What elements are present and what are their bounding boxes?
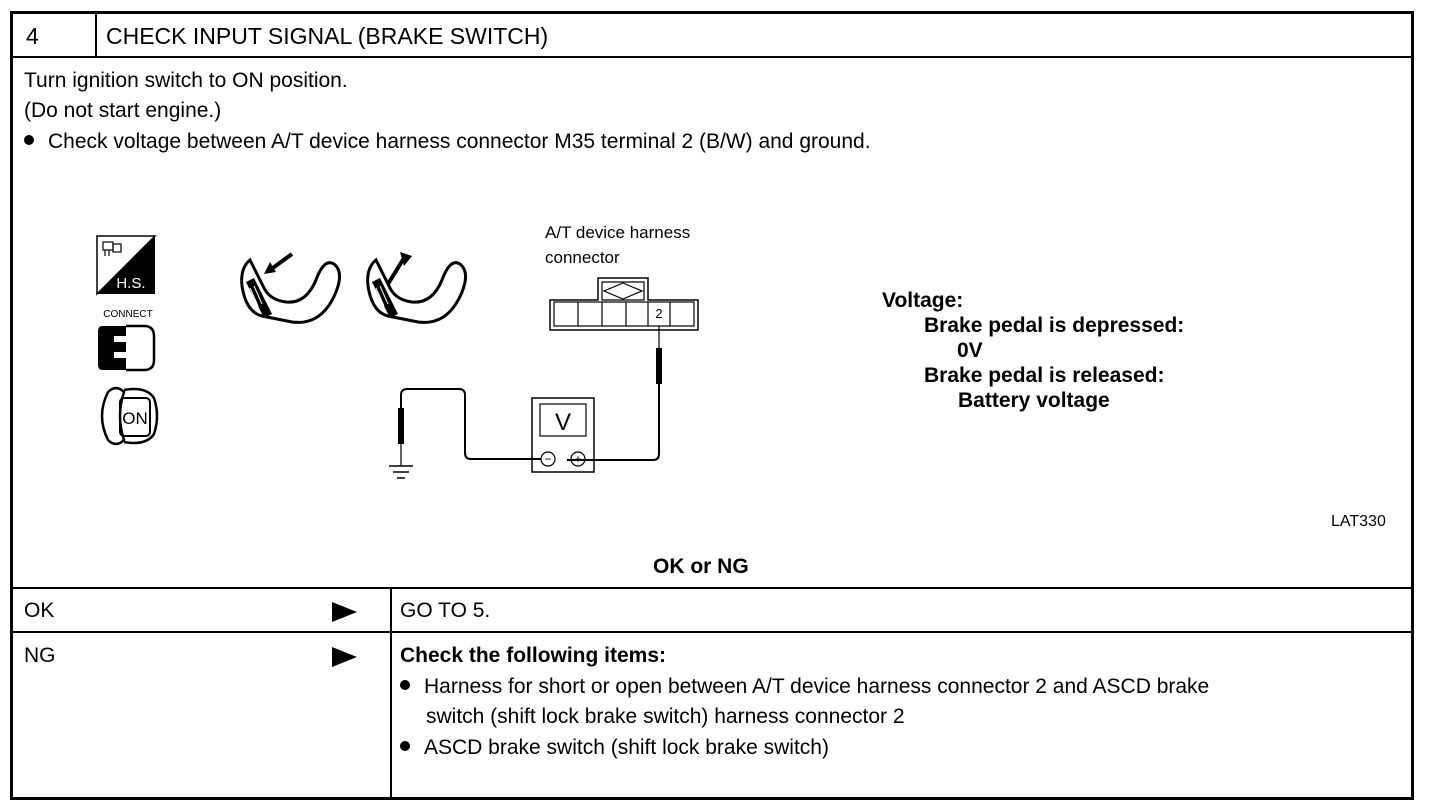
ng-label: NG — [24, 644, 56, 667]
spec-condition-1: Brake pedal is depressed: — [924, 314, 1185, 337]
ng-arrow-icon — [332, 647, 357, 667]
instruction-bullet-text: Check voltage between A/T device harness… — [48, 130, 871, 153]
instruction-bullet: Check voltage between A/T device harness… — [24, 131, 871, 152]
harness-connector: 2 — [549, 277, 699, 331]
connect-icon: CONNECT — [98, 309, 156, 372]
brake-pedal-depressed-illustration — [240, 252, 341, 324]
connect-label: CONNECT — [103, 309, 152, 320]
ng-item-1: Harness for short or open between A/T de… — [400, 676, 1209, 697]
ng-item-2-text: ASCD brake switch (shift lock brake swit… — [424, 736, 829, 759]
ng-item-2: ASCD brake switch (shift lock brake swit… — [400, 737, 829, 758]
ng-item-1-text: Harness for short or open between A/T de… — [424, 675, 1210, 698]
results-divider — [10, 587, 1414, 589]
spec-value-2: Battery voltage — [958, 389, 1110, 412]
hs-label: H.S. — [116, 275, 145, 292]
terminal-number: 2 — [655, 306, 662, 321]
ignition-on-icon: ON — [100, 386, 159, 446]
negative-probe — [398, 388, 541, 466]
on-label: ON — [122, 409, 148, 428]
spec-value-1: 0V — [957, 339, 983, 362]
result-column-divider — [390, 588, 392, 800]
plus-terminal: + — [574, 452, 581, 466]
minus-terminal: − — [544, 452, 551, 466]
harness-side-icon: H.S. — [96, 235, 157, 296]
ng-action-title: Check the following items: — [400, 644, 667, 667]
step-title: CHECK INPUT SIGNAL (BRAKE SWITCH) — [106, 23, 549, 49]
voltmeter: V − + — [531, 397, 595, 473]
result-header: OK or NG — [653, 555, 749, 578]
ground-symbol — [389, 465, 413, 479]
step-number-divider — [95, 11, 97, 57]
voltmeter-label: V — [555, 409, 571, 436]
step-table — [10, 11, 1414, 800]
step-number: 4 — [26, 23, 39, 49]
ok-action: GO TO 5. — [400, 599, 491, 622]
ok-ng-divider — [10, 631, 1414, 633]
ok-arrow-icon — [332, 602, 357, 622]
brake-pedal-released-illustration — [366, 252, 467, 324]
instruction-line-2: (Do not start engine.) — [24, 99, 222, 122]
figure-code: LAT330 — [1331, 513, 1386, 530]
ng-item-1-continued: switch (shift lock brake switch) harness… — [426, 705, 905, 728]
spec-heading: Voltage: — [882, 289, 964, 312]
ok-label: OK — [24, 599, 55, 622]
title-divider — [10, 56, 1414, 58]
spec-condition-2: Brake pedal is released: — [924, 364, 1165, 387]
connector-label-line-1: A/T device harness — [545, 223, 691, 242]
positive-probe — [567, 326, 662, 461]
circuit-diagram: 2 V − + — [389, 277, 699, 479]
connector-label-line-2: connector — [545, 248, 620, 267]
instruction-line-1: Turn ignition switch to ON position. — [24, 69, 348, 92]
